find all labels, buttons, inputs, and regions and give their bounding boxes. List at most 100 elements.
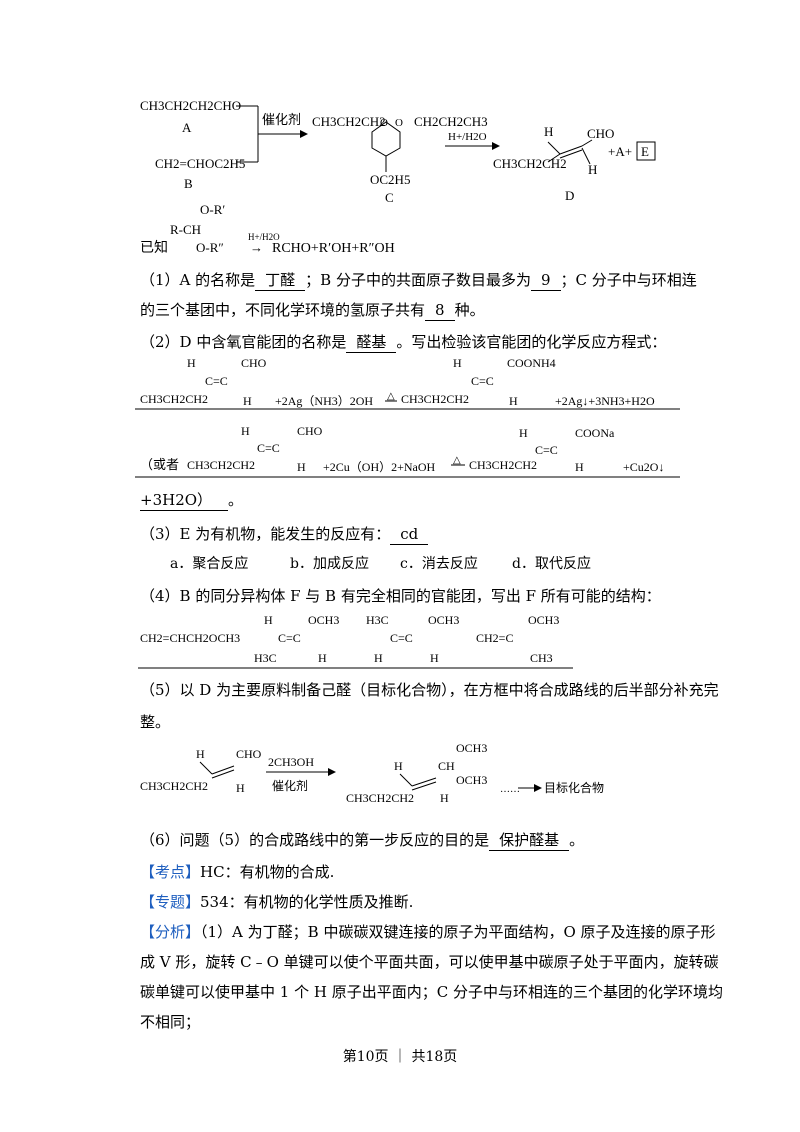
q5-route: H CHO CH3CH2CH2 H 2CH3OH 催化剂 OCH3 H CH O… xyxy=(140,741,604,805)
fenxi-line4: 不相同； xyxy=(140,1013,201,1031)
compound-a-label: A xyxy=(182,120,192,135)
compound-b-label: B xyxy=(184,176,193,191)
known-prefix: 已知 xyxy=(140,239,168,256)
svg-text:△: △ xyxy=(387,391,395,402)
compound-d-h1: H xyxy=(544,124,553,139)
q3-option-d: d．取代反应 xyxy=(512,556,591,572)
eq2-or: （或者 xyxy=(140,457,179,472)
q1-answer-3: 8 xyxy=(425,300,455,321)
svg-text:CHO: CHO xyxy=(236,747,262,761)
svg-text:H: H xyxy=(318,651,327,665)
q5-och3-2: OCH3 xyxy=(456,773,487,787)
q5-line2: 整。 xyxy=(140,713,171,731)
svg-text:C=C: C=C xyxy=(278,631,301,645)
q3-question: （3）E 为有机物，能发生的反应有：cd xyxy=(140,524,429,545)
fenxi-tag: 【分析】 xyxy=(140,923,201,941)
q5-line1: （5）以 D 为主要原料制备己醛（目标化合物），在方框中将合成路线的后半部分补充… xyxy=(140,681,719,699)
q2-tail: +3H2O）。 xyxy=(140,490,244,511)
q5-ch: CH xyxy=(438,759,455,773)
compound-c-right-chain: CH2CH2CH3 xyxy=(414,114,488,129)
compound-d-chain: CH3CH2CH2 xyxy=(493,156,567,171)
svg-text:H: H xyxy=(575,460,584,474)
eq2-ceq-product: C=C xyxy=(535,443,558,457)
q1-answer-1: 丁醛 xyxy=(255,270,306,291)
reaction-scheme: CH3CH2CH2CHO A CH2=CHOC2H5 B 催化剂 CH3CH2C… xyxy=(140,98,656,256)
eq1-reagents: +2Ag（NH3）2OH xyxy=(275,394,373,408)
svg-text:H: H xyxy=(453,356,462,370)
svg-text:CH3CH2CH2: CH3CH2CH2 xyxy=(346,791,414,805)
q4-s2-och3: OCH3 xyxy=(308,613,339,627)
svg-text:H: H xyxy=(187,356,196,370)
q1-answer-2: 9 xyxy=(530,270,561,291)
fenxi-line2: 成 V 形，旋转 C﹣O 单键可以使个平面共面，可以使甲基中碳原子处于平面内，旋… xyxy=(140,953,719,971)
page-footer: 第10页 ｜ 共18页 xyxy=(342,1049,458,1065)
q2-tail-answer: +3H2O） xyxy=(140,490,229,511)
q6-answer: 保护醛基 xyxy=(489,830,570,851)
eq1-chain-product: CH3CH2CH2 xyxy=(401,392,469,406)
known-arrow: → xyxy=(250,240,263,255)
svg-text:H: H xyxy=(236,781,245,795)
svg-text:H: H xyxy=(243,394,252,408)
q5-dots: …… xyxy=(500,784,520,795)
compound-d-label: D xyxy=(565,188,574,203)
kaodian: 【考点】HC：有机物的合成. xyxy=(140,863,335,881)
compound-a-formula: CH3CH2CH2CHO xyxy=(140,98,241,113)
eq2-cho: CHO xyxy=(297,424,323,438)
kaodian-tag: 【考点】 xyxy=(140,863,201,881)
svg-text:H: H xyxy=(297,460,306,474)
q4-s4-och3: OCH3 xyxy=(528,613,559,627)
q4-s4-ch3: CH3 xyxy=(530,651,553,665)
q4-s2-h3c: H3C xyxy=(254,651,277,665)
eq1-cho: CHO xyxy=(241,356,267,370)
svg-text:H: H xyxy=(394,759,403,773)
compound-e-box: E xyxy=(641,144,649,159)
eq1-chain: CH3CH2CH2 xyxy=(140,392,208,406)
compound-d-h2: H xyxy=(588,162,597,177)
catalyst-label: 催化剂 xyxy=(262,112,301,127)
q2-answer: 醛基 xyxy=(346,332,397,353)
plus-a: +A+ xyxy=(608,144,632,159)
q4-s3-h3c: H3C xyxy=(366,613,389,627)
q5-catalyst: 催化剂 xyxy=(272,778,308,793)
q4-s3-och3: OCH3 xyxy=(428,613,459,627)
eq1-ceq: C=C xyxy=(205,374,228,388)
q4-s4-left: CH2=C xyxy=(476,631,513,645)
svg-text:H: H xyxy=(509,394,518,408)
q4-question: （4）B 的同分异构体 F 与 B 有完全相同的官能团，写出 F 所有可能的结构… xyxy=(140,587,661,605)
known-condition: H+/H2O xyxy=(248,232,280,242)
q3-option-b: b．加成反应 xyxy=(290,556,369,572)
compound-c-oet: OC2H5 xyxy=(370,172,410,187)
known-products: RCHO+R′OH+R″OH xyxy=(272,241,395,256)
q5-reagent: 2CH3OH xyxy=(268,755,314,769)
compound-c-label: C xyxy=(385,190,394,205)
eq2-coona: COONa xyxy=(575,426,615,440)
q2-equations: H CHO C=C CH3CH2CH2 H +2Ag（NH3）2OH △ H C… xyxy=(135,356,680,478)
ring-oxygen-2: O xyxy=(395,117,403,129)
fenxi-line3: 碳单键可以使甲基中 1 个 H 原子出平面内；C 分子中与环相连的三个基团的化学… xyxy=(140,983,723,1001)
eq2-chain-product: CH3CH2CH2 xyxy=(469,458,537,472)
q6-question: （6）问题（5）的合成路线中的第一步反应的目的是保护醛基。 xyxy=(140,830,585,851)
q2-question: （2）D 中含氧官能团的名称是醛基。写出检验该官能团的化学反应方程式： xyxy=(140,332,667,353)
known-o-r1: O-R′ xyxy=(200,202,225,217)
svg-text:CH3CH2CH2: CH3CH2CH2 xyxy=(140,779,208,793)
eq2-chain: CH3CH2CH2 xyxy=(187,458,255,472)
svg-text:H: H xyxy=(264,613,273,627)
known-r-ch: R-CH xyxy=(170,222,201,237)
eq2-reagents: +2Cu（OH）2+NaOH xyxy=(323,460,436,474)
svg-text:H: H xyxy=(196,747,205,761)
q3-option-a: a．聚合反应 xyxy=(170,556,249,572)
svg-text:H: H xyxy=(519,426,528,440)
zhuanti: 【专题】534：有机物的化学性质及推断. xyxy=(140,893,414,911)
svg-text:△: △ xyxy=(453,455,461,466)
eq1-coonh4: COONH4 xyxy=(507,356,556,370)
ring-oxygen-1: O xyxy=(380,117,388,129)
svg-text:H: H xyxy=(241,424,250,438)
q4-structure-1: CH2=CHCH2OCH3 xyxy=(140,631,240,645)
q4-structures: CH2=CHCH2OCH3 H OCH3 C=C H3C H H3C OCH3 … xyxy=(138,613,573,669)
eq1-products: +2Ag↓+3NH3+H2O xyxy=(555,394,655,408)
svg-text:H: H xyxy=(374,651,383,665)
q3-answer: cd xyxy=(390,524,429,545)
eq2-ceq: C=C xyxy=(257,441,280,455)
